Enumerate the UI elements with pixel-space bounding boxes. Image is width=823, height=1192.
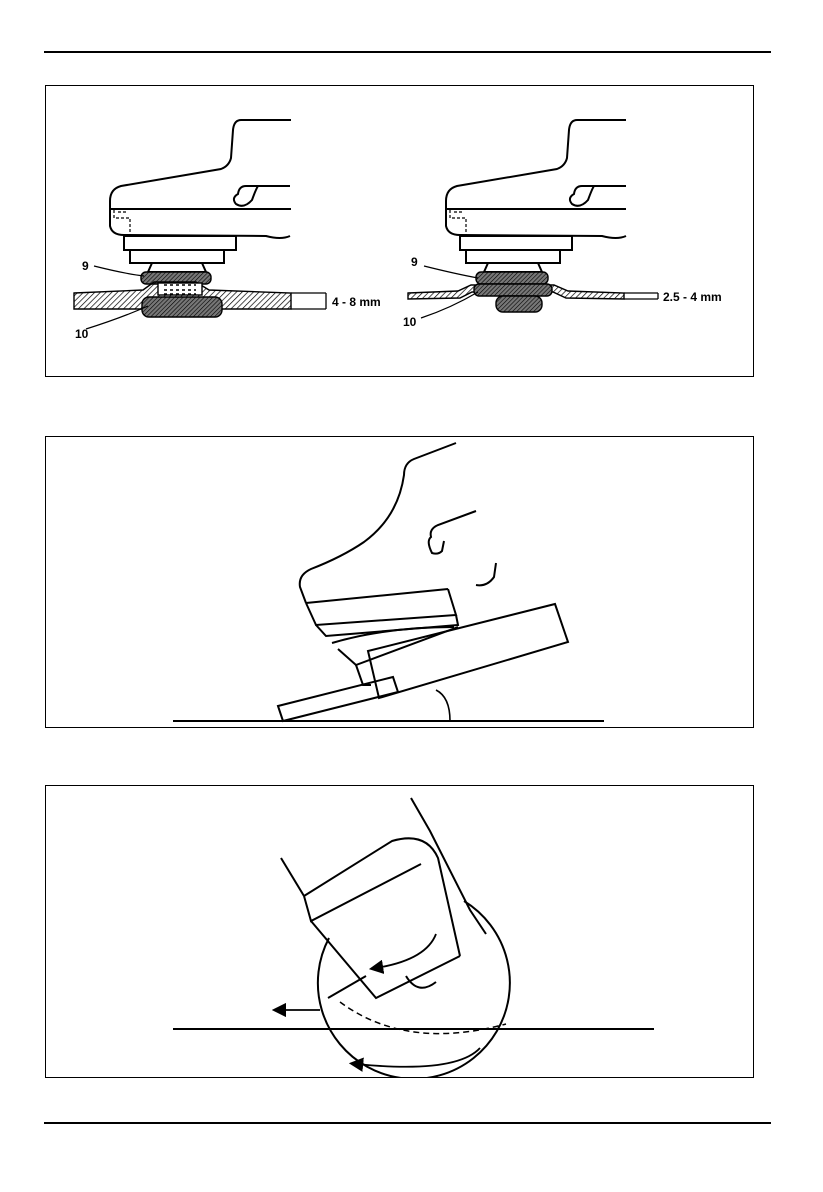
right-label-top: 9 — [411, 255, 418, 269]
left-grinder — [110, 120, 291, 272]
grinding-disc — [278, 604, 568, 721]
cutting-direction-drawing — [46, 786, 753, 1077]
right-flange-stack — [408, 272, 624, 312]
right-dimension — [624, 293, 658, 299]
figure-cutting-direction — [45, 785, 754, 1078]
left-flange-stack — [74, 272, 291, 317]
rotation-arrow-inner — [376, 934, 436, 968]
rotation-arrow-outer — [356, 1048, 480, 1067]
grinder-body-topview — [281, 798, 486, 998]
figure-grinding-angle — [45, 436, 754, 728]
figure-flange-assembly: 9 10 4 - 8 mm 9 10 2.5 — [45, 85, 754, 377]
header-rule — [44, 51, 771, 53]
grinder-body-tilted — [300, 443, 496, 685]
right-grinder — [446, 120, 626, 272]
flange-assembly-drawing: 9 10 4 - 8 mm 9 10 2.5 — [46, 86, 753, 376]
right-label-bottom: 10 — [403, 315, 417, 329]
left-dimension-label: 4 - 8 mm — [332, 295, 381, 309]
footer-rule — [44, 1122, 771, 1124]
grinding-angle-drawing — [46, 437, 753, 727]
left-dimension — [291, 293, 326, 309]
left-label-bottom: 10 — [75, 327, 89, 341]
left-label-top: 9 — [82, 259, 89, 273]
angle-arc — [436, 690, 450, 721]
right-dimension-label: 2.5 - 4 mm — [663, 290, 722, 304]
